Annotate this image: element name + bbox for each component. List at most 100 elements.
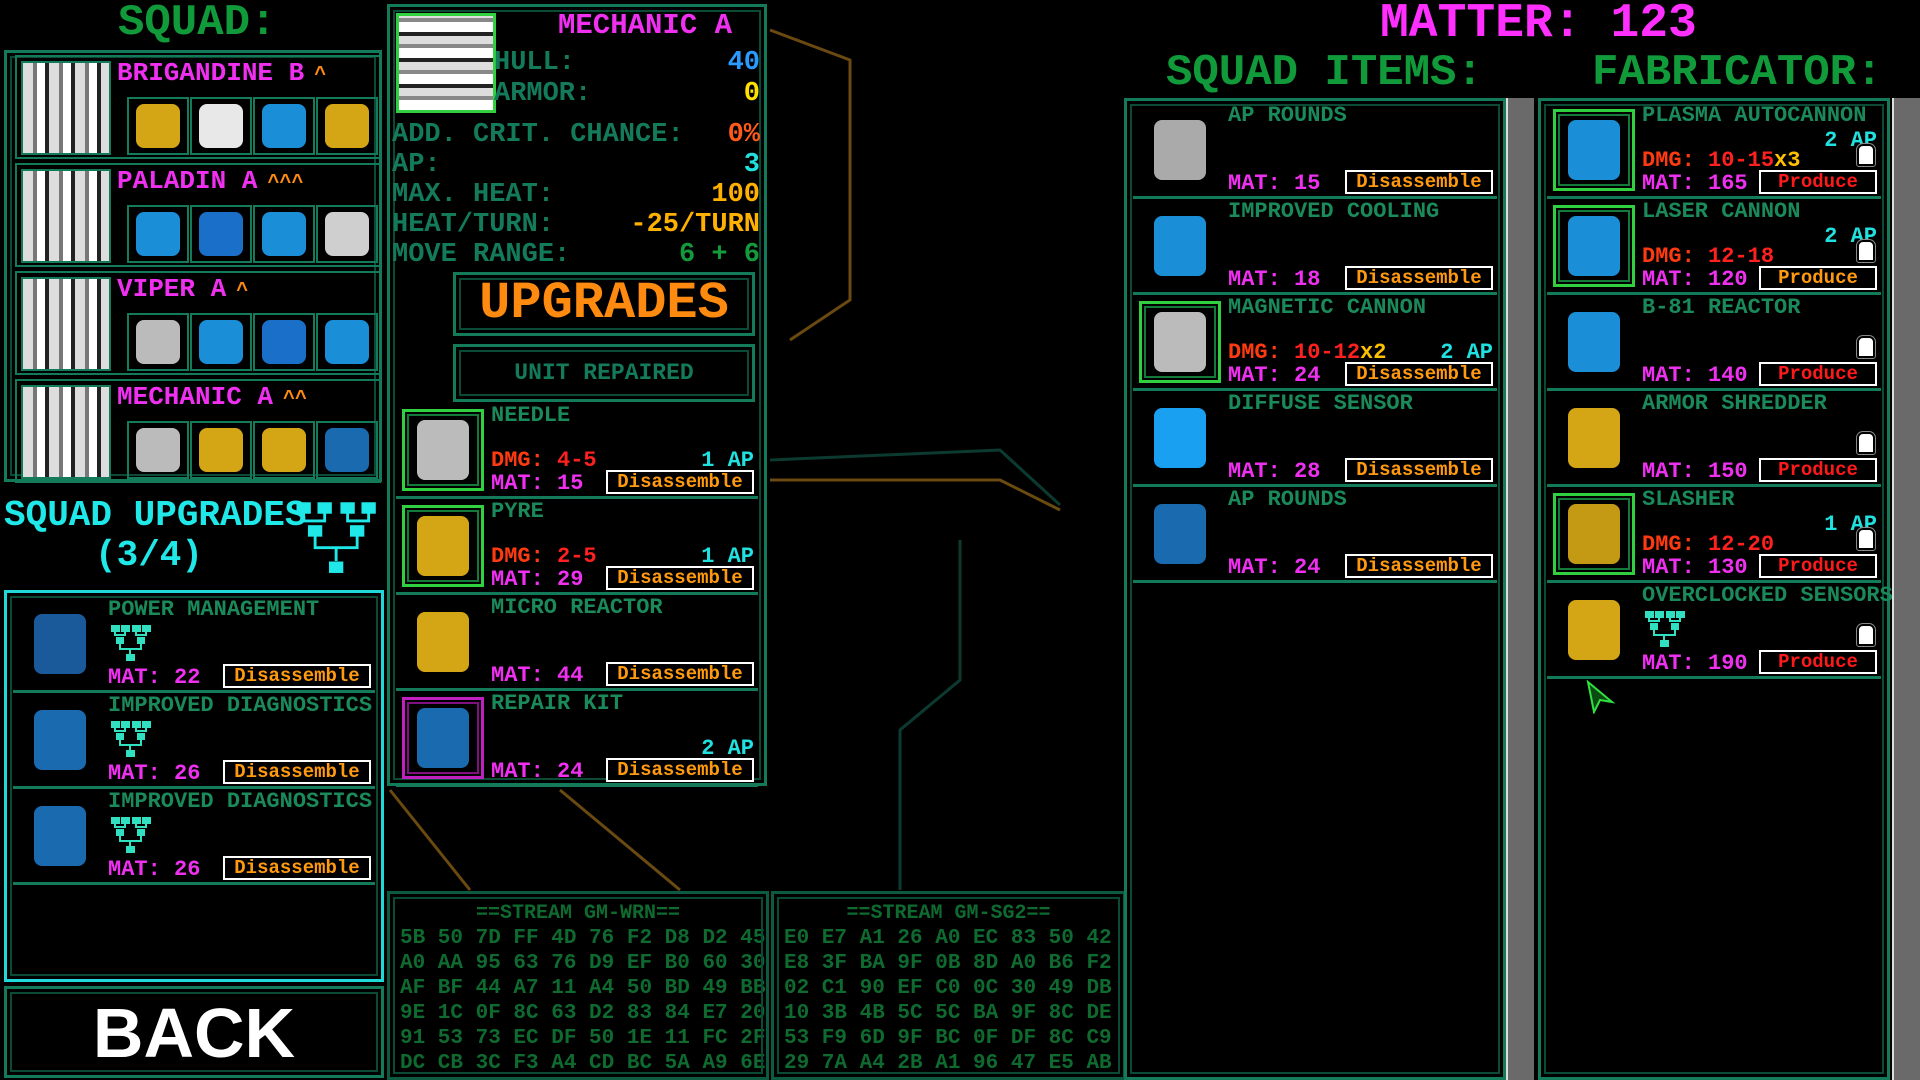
- unit-stat: AP:3: [392, 150, 764, 180]
- produce-button[interactable]: Produce: [1759, 554, 1877, 578]
- produce-button[interactable]: Produce: [1759, 170, 1877, 194]
- diagnostics-graphic: [34, 806, 86, 866]
- lock-icon[interactable]: [1856, 623, 1876, 647]
- squad-unit-card[interactable]: MECHANIC A^^: [15, 379, 381, 483]
- disassemble-button[interactable]: Disassemble: [1345, 170, 1493, 194]
- upgrade-tree-icon: [111, 721, 151, 757]
- equipment-slot[interactable]: [127, 421, 189, 479]
- damage-value: 4-5: [557, 448, 597, 473]
- squad-panel: BRIGANDINE B^PALADIN A^^^ VIPER A^ MECHANI…: [4, 50, 382, 483]
- damage-multiplier: x2: [1360, 340, 1387, 365]
- equipment-slot[interactable]: [253, 421, 315, 479]
- lock-icon[interactable]: [1856, 431, 1876, 455]
- item-matter-cost: MAT: 24: [1228, 555, 1321, 580]
- pyre-icon: [199, 428, 243, 472]
- lock-icon[interactable]: [1856, 527, 1876, 551]
- squad-unit-card[interactable]: BRIGANDINE B^: [15, 55, 381, 159]
- produce-button[interactable]: Produce: [1759, 362, 1877, 386]
- equipment-slot[interactable]: [127, 205, 189, 263]
- needle-icon: [402, 409, 484, 491]
- disassemble-button[interactable]: Disassemble: [223, 856, 371, 880]
- unit-name-label: BRIGANDINE B: [117, 58, 305, 88]
- upgrades-button[interactable]: UPGRADES: [453, 272, 755, 336]
- unit-portrait: [21, 61, 111, 155]
- disassemble-button[interactable]: Disassemble: [223, 664, 371, 688]
- item-ap-cost: 1 AP: [701, 544, 754, 569]
- equipment-slot[interactable]: [127, 97, 189, 155]
- stat-label: HEAT/TURN:: [392, 210, 555, 240]
- disassemble-button[interactable]: Disassemble: [223, 760, 371, 784]
- disassemble-button[interactable]: Disassemble: [606, 566, 754, 590]
- damage-label: DMG:: [1642, 244, 1709, 269]
- equipment-slot[interactable]: [190, 421, 252, 479]
- unit-stat: MOVE RANGE:6 + 6: [392, 240, 764, 270]
- lock-icon[interactable]: [1856, 239, 1876, 263]
- stat-value: 40: [727, 48, 760, 78]
- item-name: IMPROVED DIAGNOSTICS: [108, 693, 373, 718]
- cooling-icon: [1139, 205, 1221, 287]
- squad-unit-card[interactable]: PALADIN A^^^: [15, 163, 381, 267]
- damage-value: 12-20: [1708, 532, 1775, 557]
- equipment-slot[interactable]: [253, 205, 315, 263]
- fabricator-title: FABRICATOR:: [1592, 48, 1883, 98]
- squad-items-scrollbar[interactable]: [1506, 98, 1534, 1080]
- disassemble-button[interactable]: Disassemble: [1345, 554, 1493, 578]
- stat-label: AP:: [392, 150, 441, 180]
- item-matter-cost: MAT: 120: [1642, 267, 1748, 292]
- equipment-slot[interactable]: [253, 313, 315, 371]
- disassemble-button[interactable]: Disassemble: [1345, 266, 1493, 290]
- equipment-slot[interactable]: [253, 97, 315, 155]
- disassemble-button[interactable]: Disassemble: [606, 758, 754, 782]
- stream-row: 9E 1C 0F 8C 63 D2 83 84 E7 20: [400, 1002, 766, 1025]
- equipment-slot[interactable]: [190, 205, 252, 263]
- damage-multiplier: x3: [1774, 148, 1801, 173]
- damage-label: DMG:: [491, 448, 558, 473]
- unit-stat: ARMOR:0: [494, 79, 764, 109]
- upgrades-button-label: UPGRADES: [479, 274, 729, 333]
- disassemble-button[interactable]: Disassemble: [1345, 458, 1493, 482]
- unit-status-label: UNIT REPAIRED: [514, 360, 694, 386]
- disassemble-button[interactable]: Disassemble: [606, 662, 754, 686]
- lock-icon[interactable]: [1856, 335, 1876, 359]
- disassemble-button[interactable]: Disassemble: [1345, 362, 1493, 386]
- back-button[interactable]: BACK: [4, 986, 384, 1078]
- reactor-icon: [262, 428, 306, 472]
- item-matter-cost: MAT: 24: [491, 759, 584, 784]
- squad-unit-card[interactable]: VIPER A^: [15, 271, 381, 375]
- upgrade-tree-icon: [296, 502, 376, 573]
- equipment-slot[interactable]: [316, 421, 378, 479]
- equipment-slot[interactable]: [190, 97, 252, 155]
- stat-label: MOVE RANGE:: [392, 240, 571, 270]
- stat-value: 100: [711, 180, 760, 210]
- unit-rank: ^^: [283, 388, 308, 411]
- fabricator-scrollbar[interactable]: [1892, 98, 1920, 1080]
- equipment-slot[interactable]: [127, 313, 189, 371]
- matter-counter: MATTER: 123: [1380, 0, 1697, 51]
- produce-button[interactable]: Produce: [1759, 458, 1877, 482]
- equipment-slot[interactable]: [316, 205, 378, 263]
- lock-icon[interactable]: [1856, 143, 1876, 167]
- upgrade-tree-icon: [111, 817, 151, 853]
- diffuse-sensor-icon: [1139, 397, 1221, 479]
- stat-value: 0: [743, 79, 760, 109]
- upgrade-tree-icon: [111, 625, 151, 661]
- produce-button[interactable]: Produce: [1759, 650, 1877, 674]
- cannon-icon: [136, 212, 180, 256]
- disassemble-button[interactable]: Disassemble: [606, 470, 754, 494]
- unit-portrait: [396, 13, 496, 113]
- equipment-slot[interactable]: [190, 313, 252, 371]
- item-matter-cost: MAT: 28: [1228, 459, 1321, 484]
- unit-name: VIPER A^: [117, 273, 248, 308]
- damage-label: DMG:: [1228, 340, 1295, 365]
- equipment-slot[interactable]: [316, 313, 378, 371]
- produce-button[interactable]: Produce: [1759, 266, 1877, 290]
- equipment-slot[interactable]: [316, 97, 378, 155]
- target-icon: [199, 320, 243, 364]
- damage-value: 2-5: [557, 544, 597, 569]
